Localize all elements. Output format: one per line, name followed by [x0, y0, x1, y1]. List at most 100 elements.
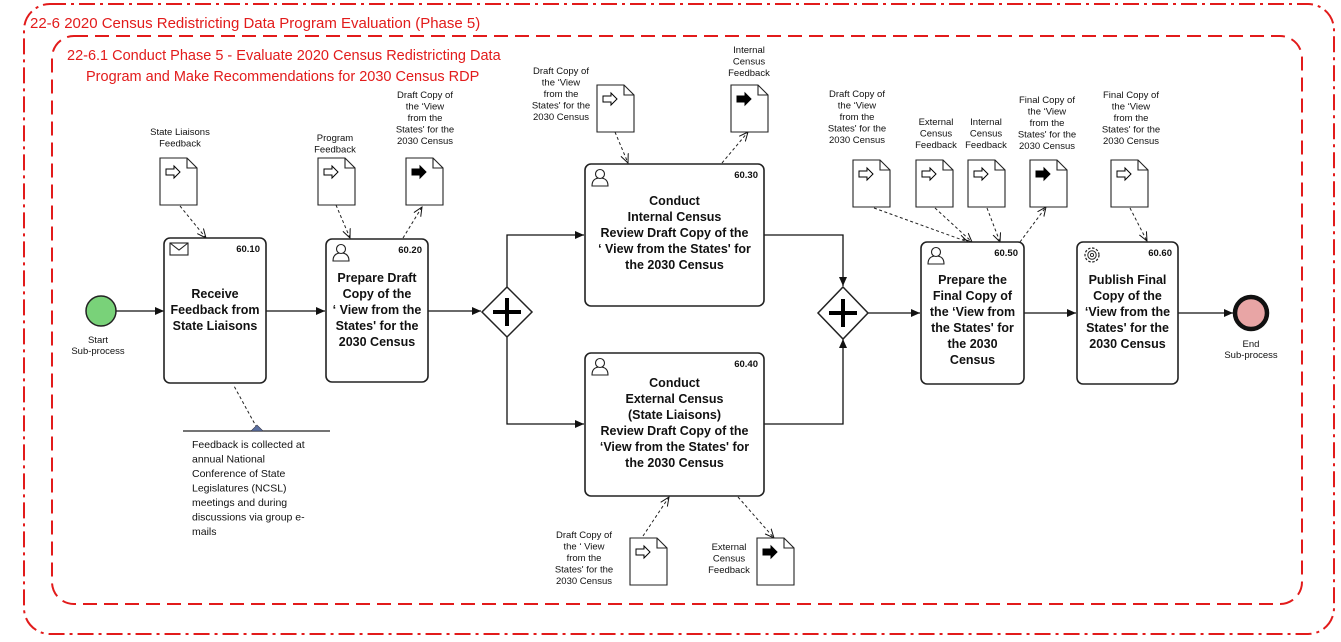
parallel-gateway-join[interactable] [816, 285, 870, 341]
text-line: External [712, 542, 747, 553]
association-draft-output-60-20 [402, 207, 422, 239]
text-line: 2030 Census [1089, 337, 1165, 351]
text-line: the ‘View from [930, 305, 1015, 319]
association-external-feedback-output [737, 496, 774, 538]
text-line: Prepare Draft [337, 271, 417, 285]
text-line: mails [192, 526, 217, 538]
gear-icon [1084, 247, 1100, 263]
association-final-output-60-50 [1019, 207, 1046, 243]
association-external-feedback-input [934, 207, 972, 242]
start-event[interactable] [85, 295, 117, 327]
text-line: 2030 Census [1103, 136, 1159, 147]
text-line: ‘View from the States' for [600, 440, 749, 454]
text-line: Draft Copy of [829, 89, 885, 100]
flow-60-40-to-gateway2 [764, 339, 847, 425]
text-line: the ‘View [1028, 107, 1067, 118]
task-id: 60.10 [236, 244, 260, 255]
text-line: (State Liaisons) [628, 408, 721, 422]
text-line: from the [408, 113, 443, 124]
task-id: 60.30 [734, 170, 758, 181]
text-line: from the [1114, 113, 1149, 124]
text-line: State Liaisons [173, 319, 258, 333]
outer-pool-boundary [23, 3, 1335, 635]
association-draft-input-60-30 [614, 131, 628, 163]
association-internal-feedback-output [721, 132, 748, 164]
flow-60-30-to-gateway2 [764, 234, 847, 286]
text-line: States' for the [396, 125, 454, 136]
text-line: ‘ View from the States' for [598, 242, 751, 256]
input-arrow-icon [602, 91, 618, 107]
text-line: Census [970, 129, 1002, 140]
text-line: Feedback [965, 140, 1007, 151]
flow-gateway1-to-60-30 [506, 231, 584, 287]
flow-gateway1-to-60-40 [506, 337, 584, 428]
association-draft-input-60-50 [873, 207, 968, 242]
text-line: Feedback [915, 140, 957, 151]
text-line: Draft Copy of [556, 530, 612, 541]
text-line: the 2030 [947, 337, 997, 351]
text-line: Start [88, 335, 108, 346]
text-line: Feedback is collected at [192, 439, 305, 451]
text-line: Receive [191, 287, 238, 301]
association-state-liaisons-feedback [179, 205, 206, 238]
text-line: External [919, 117, 954, 128]
text-line: Internal Census [628, 210, 722, 224]
text-line: the ‘View [542, 78, 581, 89]
text-line: Review Draft Copy of the [601, 424, 749, 438]
text-line: from the [567, 553, 602, 564]
association-program-feedback [335, 204, 350, 238]
task-id: 60.40 [734, 359, 758, 370]
subprocess-boundary [51, 35, 1303, 605]
input-arrow-icon [921, 166, 937, 182]
text-line: the ‘View [406, 102, 445, 113]
text-line: Draft Copy of [533, 66, 589, 77]
text-line: Census [733, 57, 765, 68]
association-annotation [233, 385, 258, 429]
output-arrow-icon [411, 164, 427, 180]
text-line: Feedback [159, 139, 201, 150]
input-arrow-icon [323, 164, 339, 180]
text-line: External Census [626, 392, 724, 406]
text-line: Conduct [649, 194, 701, 208]
text-line: States' for the [1018, 130, 1076, 141]
text-line: annual National [192, 454, 265, 466]
task-id: 60.60 [1148, 248, 1172, 259]
text-line: 2030 Census [829, 135, 885, 146]
subprocess-title-line2: Program and Make Recommendations for 203… [86, 69, 479, 85]
input-arrow-icon [973, 166, 989, 182]
text-line: 2030 Census [397, 136, 453, 147]
text-line: Sub-process [1224, 350, 1278, 361]
association-internal-feedback-input [986, 207, 1000, 242]
text-line: Census [950, 353, 995, 367]
sequence-flows [116, 231, 1233, 428]
parallel-gateway-split[interactable] [480, 285, 534, 339]
text-line: State Liaisons [150, 127, 210, 138]
text-line: Review Draft Copy of the [601, 226, 749, 240]
end-event[interactable] [1232, 294, 1270, 332]
text-line: from the [544, 89, 579, 100]
